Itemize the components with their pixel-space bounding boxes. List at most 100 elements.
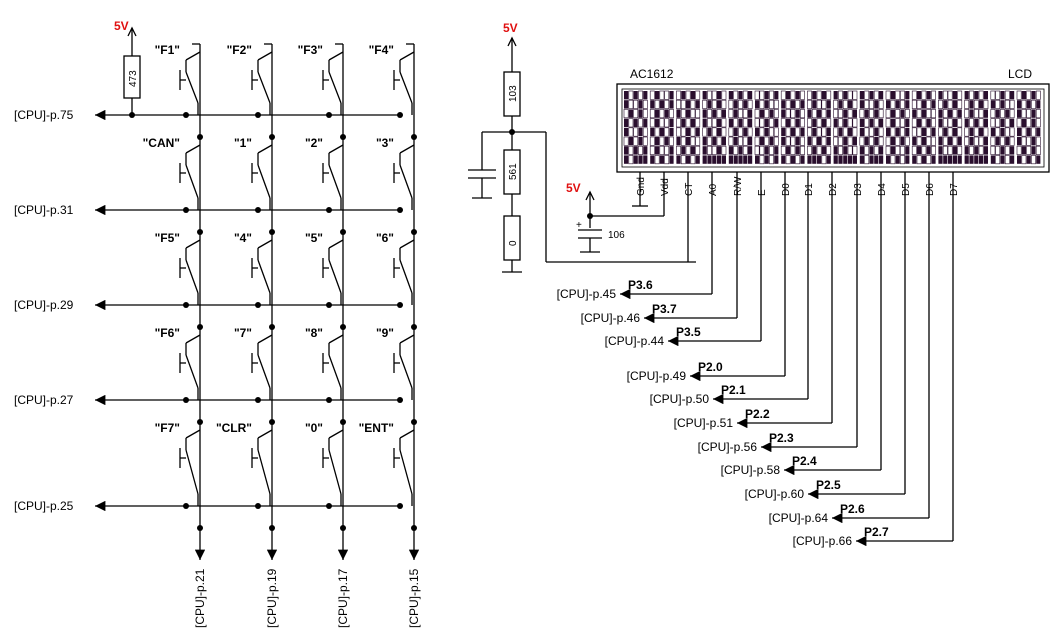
lcd-pixel <box>707 118 712 128</box>
lcd-pixel <box>676 99 681 109</box>
lcd-pixel <box>838 127 843 137</box>
lcd-pixel <box>811 109 817 119</box>
lcd-pixel <box>952 118 957 127</box>
port-label: P2.5 <box>816 478 841 492</box>
lcd-pixel <box>843 146 848 155</box>
lcd-pixel <box>864 99 870 109</box>
lcd-pixel <box>864 118 870 128</box>
lcd-pixel <box>833 109 839 119</box>
lcd-pixel <box>812 155 817 164</box>
lcd-pixel <box>712 137 717 146</box>
lcd-pixel <box>655 91 660 100</box>
lcd-model: AC1612 <box>630 67 674 81</box>
lcd-pixel <box>931 90 936 100</box>
lcd-pixel <box>1026 155 1031 164</box>
lcd-pixel <box>931 136 936 146</box>
junction-dot <box>326 207 332 213</box>
lcd-pixel <box>754 109 760 119</box>
lcd-pixel <box>912 137 917 146</box>
switch-lever <box>185 259 199 294</box>
lcd-pixel <box>690 109 696 119</box>
switch-lever <box>257 71 271 104</box>
signal-cpu-label: [CPU]-p.46 <box>581 311 641 325</box>
lcd-pixel <box>969 155 974 164</box>
lcd-pixel <box>780 118 786 128</box>
lcd-pixel <box>926 136 932 146</box>
lcd-pixel <box>669 118 674 127</box>
lcd-pixel <box>917 91 922 100</box>
lcd-pixel <box>864 127 870 137</box>
lcd-pixel <box>816 145 822 155</box>
lcd-pixel <box>659 145 665 155</box>
lcd-pixel <box>738 136 743 146</box>
key-label: "8" <box>305 326 323 340</box>
lcd-pixel <box>900 137 905 146</box>
lcd-pixel <box>995 118 1001 128</box>
lcd-pixel <box>1035 118 1041 128</box>
junction-dot <box>397 397 403 403</box>
lcd-pixel <box>905 127 910 137</box>
switch-link <box>328 239 344 249</box>
lcd-pixel <box>624 91 629 100</box>
signal-cpu-label: [CPU]-p.50 <box>650 392 710 406</box>
lcd-pixel <box>973 127 979 137</box>
lcd-pixel <box>1036 100 1041 109</box>
lcd-pixel <box>721 109 726 118</box>
lcd-pixel <box>983 99 989 109</box>
lcd-pixel <box>764 109 770 119</box>
lcd-pixel <box>995 127 1001 137</box>
lcd-pixel <box>721 155 726 164</box>
lcd-pixel <box>1004 90 1010 100</box>
lcd-pixel <box>890 127 896 137</box>
lcd-pixel <box>1026 136 1032 146</box>
switch-lever <box>328 71 342 104</box>
lcd-pixel <box>979 155 984 164</box>
lcd-pixel <box>886 155 891 164</box>
lcd-pixel <box>628 127 634 137</box>
lcd-pixel <box>686 100 691 109</box>
lcd-pixel <box>654 127 660 137</box>
lcd-pixel <box>800 136 805 146</box>
lcd-pixel <box>680 99 686 109</box>
lcd-pixel <box>821 118 826 127</box>
signal-cpu-label: [CPU]-p.66 <box>793 534 853 548</box>
lcd-pixel <box>807 118 812 128</box>
lcd-pixel <box>890 155 896 165</box>
lcd-pixel <box>900 109 905 118</box>
lcd-pixel <box>773 109 779 119</box>
lcd-pixel <box>969 118 974 128</box>
junction-dot <box>197 229 203 235</box>
key-label: "F2" <box>227 43 252 57</box>
lcd-pixel <box>790 145 796 155</box>
lcd-pixel <box>838 118 843 128</box>
lcd-pixel <box>890 137 895 146</box>
switch-link <box>328 429 344 439</box>
lcd-pixel <box>1016 118 1022 128</box>
lcd-pixel <box>879 91 884 100</box>
lcd-pixel <box>826 127 831 137</box>
lcd-pixel <box>728 155 733 164</box>
lcd-pixel <box>990 90 996 100</box>
switch-link <box>257 144 273 154</box>
lcd-pixel <box>633 136 639 146</box>
lcd-pixel <box>685 90 691 100</box>
lcd-pixel <box>759 145 765 155</box>
lcd-pixel <box>638 155 643 164</box>
lcd-pixel <box>879 146 884 155</box>
lcd-pixel <box>1005 137 1010 146</box>
lcd-pixel <box>847 109 853 119</box>
lcd-pixel <box>742 109 748 119</box>
lcd-pixel <box>931 145 936 155</box>
lcd-pixel <box>843 109 848 118</box>
lcd-pixel <box>759 118 765 128</box>
switch-lever <box>257 449 271 495</box>
lcd-pixel <box>947 99 953 109</box>
lcd-pixel <box>690 118 695 127</box>
lcd-pixel <box>800 145 805 155</box>
lcd-pixel <box>942 90 948 100</box>
junction-dot <box>197 324 203 330</box>
lcd-body <box>616 83 1050 173</box>
lcd-pixel <box>812 100 817 109</box>
junction-dot <box>269 419 275 425</box>
switch-link <box>257 429 273 439</box>
